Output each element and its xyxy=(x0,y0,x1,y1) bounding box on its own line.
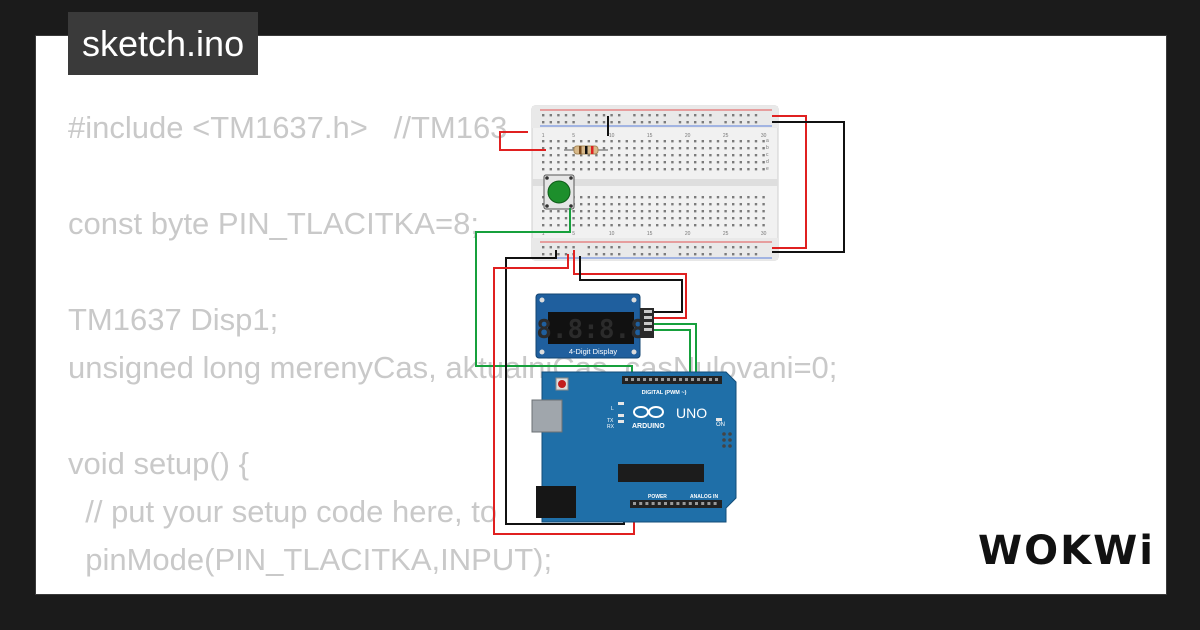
analog-label: ANALOG IN xyxy=(690,494,718,500)
code-line: void setup() { xyxy=(68,446,249,481)
arduino-uno: DIGITAL (PWM ~) UNO ARDUINO ON L TX RX P… xyxy=(531,371,737,523)
code-line: // put your setup code here, to xyxy=(68,494,498,529)
breadboard-column-number: 15 xyxy=(647,133,653,139)
arduino-brand: ARDUINO xyxy=(632,423,665,430)
breadboard-row-letter: b xyxy=(766,145,769,151)
tx-label: TX xyxy=(607,418,614,424)
breadboard-column-number: 10 xyxy=(609,133,615,139)
code-line: pinMode(PIN_TLACITKA,INPUT); xyxy=(68,542,553,577)
preview-card: #include <TM1637.h> //TM163 const byte PI… xyxy=(36,36,1166,594)
breadboard-column-number: 25 xyxy=(723,231,729,237)
code-line: #include <TM1637.h> //TM163 xyxy=(68,110,508,145)
code-line: TM1637 Disp1; xyxy=(68,302,279,337)
tm1637-display: 8.8:8.8 4-Digit Display xyxy=(535,293,654,359)
on-label: ON xyxy=(716,422,725,428)
resistor xyxy=(564,145,608,155)
breadboard-column-number: 1 xyxy=(542,231,545,237)
l-led-label: L xyxy=(611,406,614,412)
breadboard-row-letter: c xyxy=(766,152,769,158)
push-button xyxy=(543,174,575,210)
breadboard-row-letter: a xyxy=(766,138,769,144)
display-digits: 8.8:8.8 xyxy=(536,315,646,345)
uno-label: UNO xyxy=(676,405,707,421)
breadboard-column-number: 15 xyxy=(647,231,653,237)
power-label: POWER xyxy=(648,494,667,500)
breadboard-column-number: 30 xyxy=(761,133,767,139)
breadboard-column-number: 20 xyxy=(685,231,691,237)
breadboard-column-number: 30 xyxy=(761,231,767,237)
digital-label: DIGITAL (PWM ~) xyxy=(642,390,687,396)
code-line: Disp1.begin(3, 4); //clock pin, data pin… xyxy=(68,584,837,594)
breadboard-column-number: 5 xyxy=(572,231,575,237)
wokwi-logo: WOKWi xyxy=(978,528,1155,574)
code-line: const byte PIN_TLACITKA=8; xyxy=(68,206,479,241)
breadboard-row-letter: e xyxy=(766,166,769,172)
file-title: sketch.ino xyxy=(68,12,259,75)
breadboard-column-number: 5 xyxy=(572,133,575,139)
breadboard-row-letter: d xyxy=(766,159,769,165)
breadboard-column-number: 25 xyxy=(723,133,729,139)
breadboard-column-number: 1 xyxy=(542,133,545,139)
rx-label: RX xyxy=(607,424,615,430)
display-label: 4-Digit Display xyxy=(569,347,618,356)
breadboard-column-number: 10 xyxy=(609,231,615,237)
breadboard-column-number: 20 xyxy=(685,133,691,139)
